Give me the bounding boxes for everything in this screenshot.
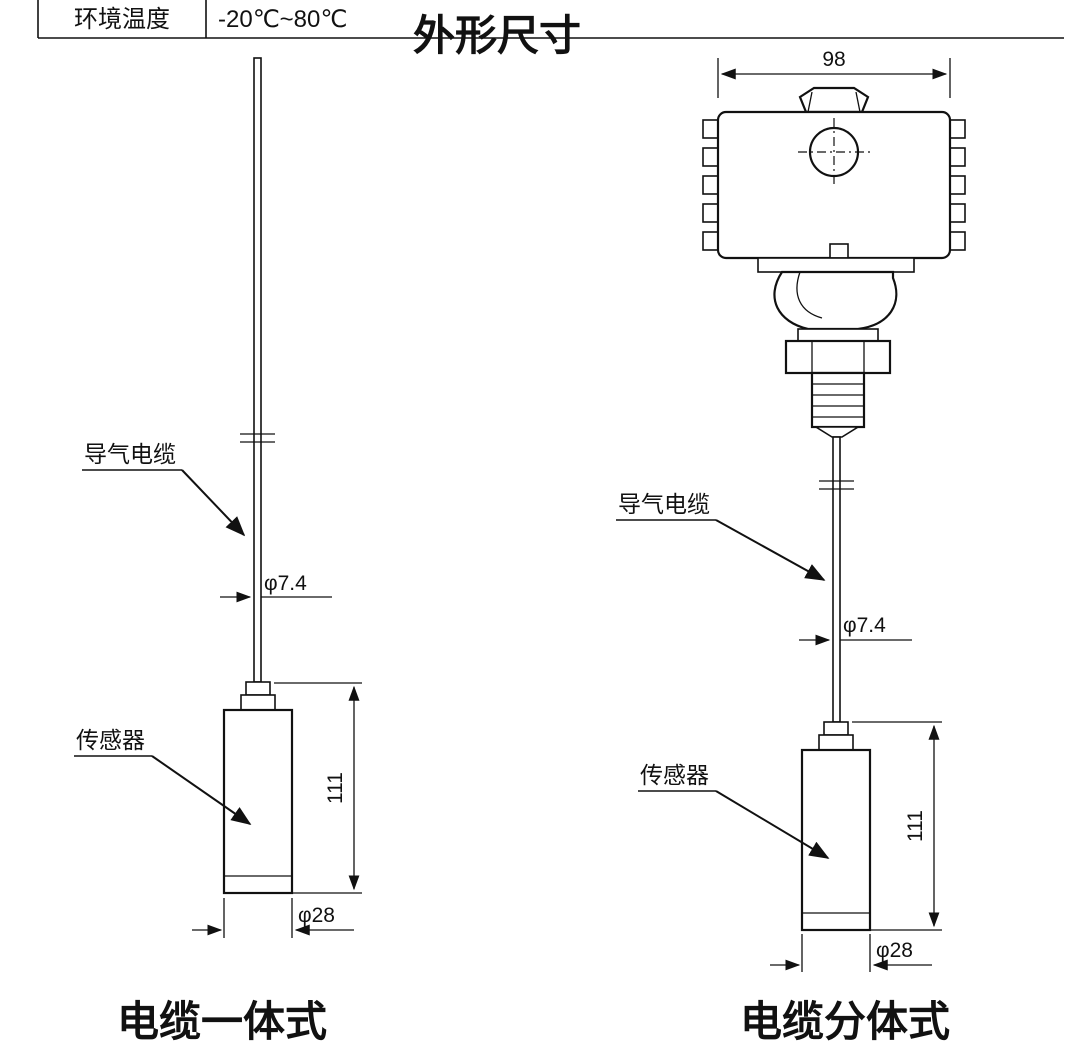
sensor-length-dim-left: 111 <box>274 682 362 894</box>
cable-label-left: 导气电缆 <box>84 441 176 467</box>
cable-diameter-dim-right: φ7.4 <box>799 614 912 646</box>
sensor-diameter-value-right: φ28 <box>876 939 913 962</box>
sensor-label-leader-left: 传感器 <box>74 727 252 825</box>
sensor-label-right: 传感器 <box>640 762 709 788</box>
cable-diameter-dim-left: φ7.4 <box>220 572 332 603</box>
sensor-length-value-left: 111 <box>324 772 347 804</box>
housing-width-dim: 98 <box>717 48 951 98</box>
sensor-length-value-right: 111 <box>904 810 927 842</box>
process-connection <box>757 243 915 438</box>
sensor-label-left: 传感器 <box>76 727 145 753</box>
sensor-body-right <box>800 721 872 932</box>
vent-plug <box>829 243 849 259</box>
spec-row-label: 环境温度 <box>74 6 170 33</box>
caption-cable-integrated: 电缆一体式 <box>117 998 327 1045</box>
cable-label-right: 导气电缆 <box>618 491 710 517</box>
sensor-diameter-value-left: φ28 <box>298 904 335 927</box>
cable-diameter-value-right: φ7.4 <box>843 614 886 637</box>
transmitter-housing <box>702 86 966 260</box>
sensor-diameter-dim-left: φ28 <box>192 898 354 938</box>
hex-nut <box>784 339 892 375</box>
cable-label-leader-left: 导气电缆 <box>82 441 246 537</box>
threaded-stud <box>810 371 866 429</box>
sensor-label-leader-right: 传感器 <box>638 762 830 859</box>
cable-label-leader-right: 导气电缆 <box>616 491 826 581</box>
figure-cable-separate: 98 <box>616 48 966 1045</box>
cable-diameter-value-left: φ7.4 <box>264 572 307 595</box>
sensor-body-left <box>222 681 294 895</box>
sensor-length-dim-right: 111 <box>852 721 942 931</box>
page-title: 外形尺寸 <box>413 12 581 59</box>
elbow-fitting <box>773 270 898 331</box>
collar <box>797 328 879 342</box>
mounting-bar <box>757 257 915 273</box>
figure-cable-integrated: 导气电缆 φ7.4 111 传感器 <box>74 57 362 1045</box>
housing-width-value: 98 <box>822 48 845 71</box>
caption-cable-separate: 电缆分体式 <box>740 998 950 1045</box>
spec-row-value: -20℃~80℃ <box>218 6 347 33</box>
sensor-diameter-dim-right: φ28 <box>770 934 932 972</box>
spec-table-fragment: 环境温度 -20℃~80℃ <box>37 0 1064 39</box>
